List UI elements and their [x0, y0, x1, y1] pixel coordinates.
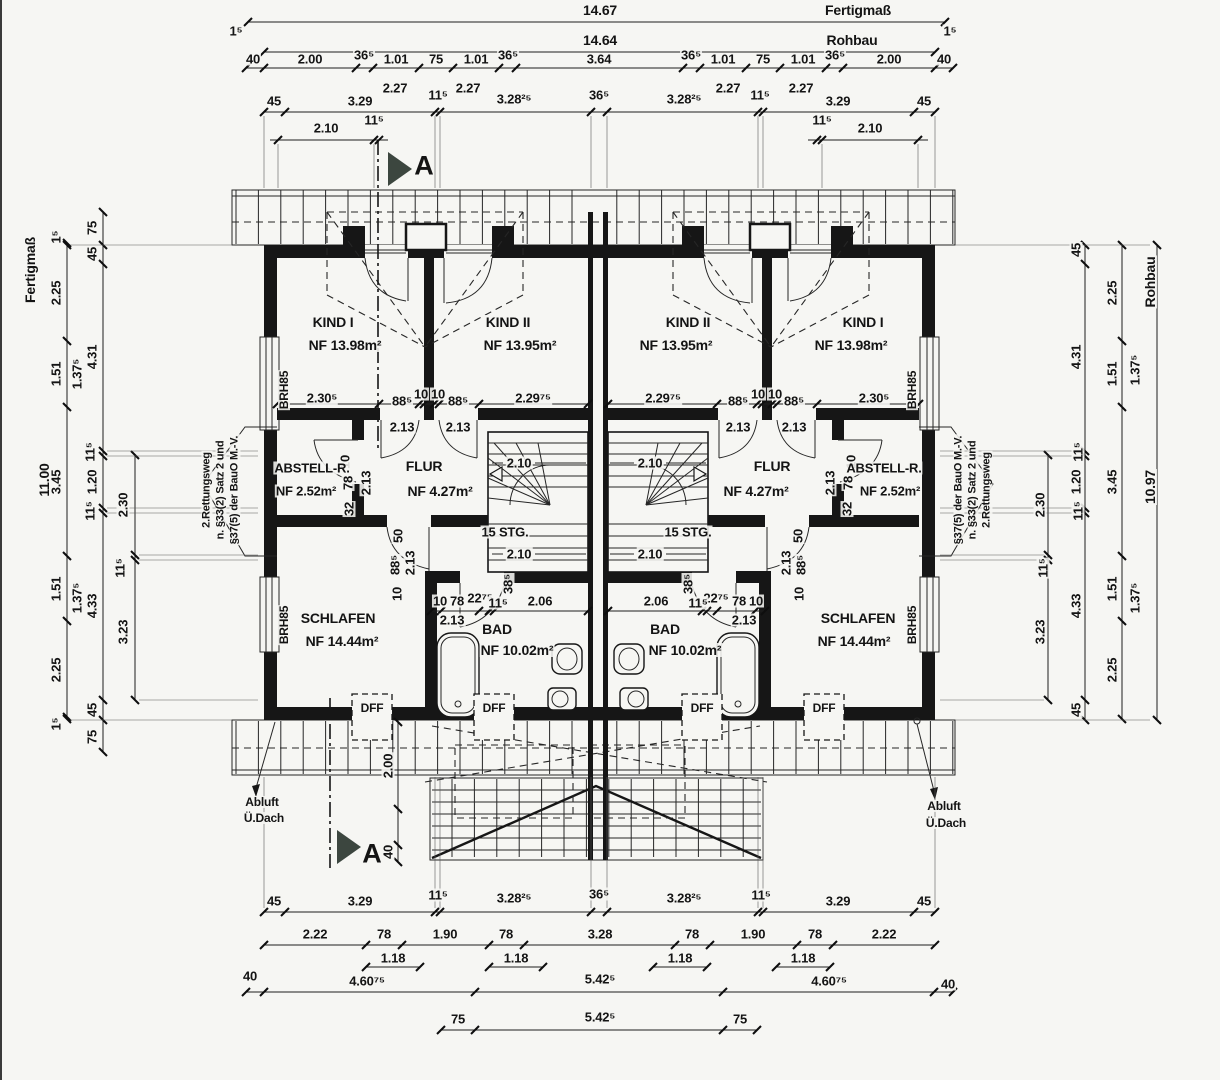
section-marker-bottom [337, 830, 361, 864]
scan-edge [0, 0, 2, 1080]
escape-route-callouts [202, 426, 994, 557]
roof-strip-bottom [231, 719, 956, 776]
exhaust-pointers [252, 717, 938, 800]
section-cut-line [329, 140, 412, 868]
dormer-outlines [326, 211, 870, 348]
sink [551, 643, 583, 675]
section-marker-top [388, 152, 412, 186]
sink [613, 643, 645, 675]
entrance-porch [424, 725, 768, 861]
doors [313, 249, 883, 628]
party-wall [588, 212, 593, 860]
window-right-bottom [919, 576, 940, 653]
bathtub [436, 632, 480, 718]
fixtures [436, 632, 760, 718]
window-right-top [919, 336, 940, 431]
stair-left [487, 431, 589, 573]
toilet [547, 687, 577, 711]
window-left-bottom [259, 576, 280, 653]
toilet [619, 687, 649, 711]
bathtub [716, 632, 760, 718]
roof-strip-top [231, 189, 956, 246]
roof-window-boxes [351, 693, 845, 741]
walls [259, 212, 940, 860]
window-left-top [259, 336, 280, 431]
party-wall [603, 212, 608, 860]
